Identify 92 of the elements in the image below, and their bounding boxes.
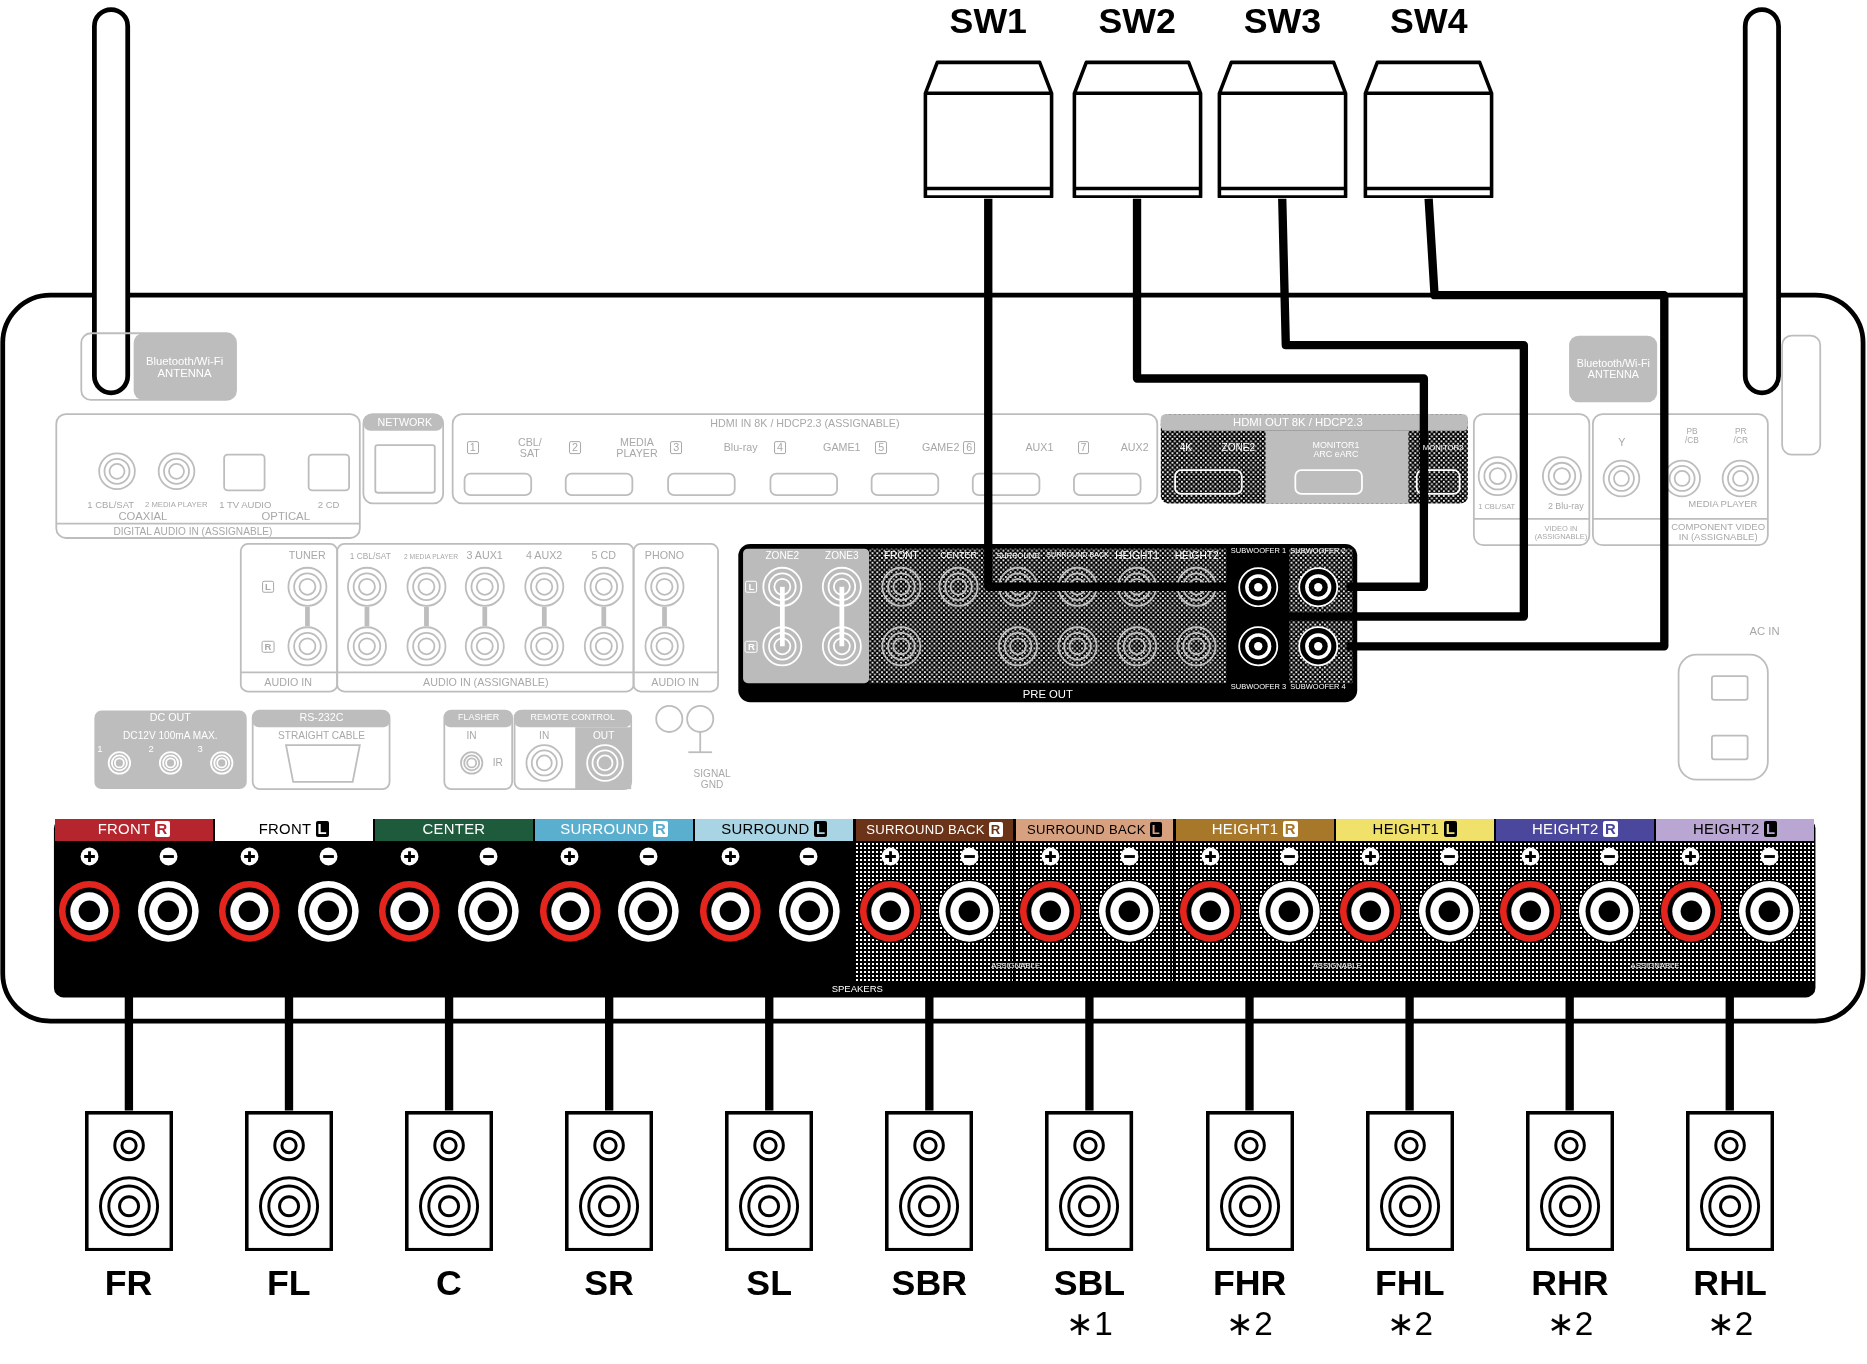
panel-label: HDMI IN 8K / HDCP2.3 (ASSIGNABLE) — [710, 418, 900, 430]
panel-label: Y — [1618, 437, 1626, 449]
panel-label: IR — [492, 757, 503, 769]
speaker-name: RHR — [1530, 1263, 1610, 1304]
panel-label: HEIGHT2 — [1174, 550, 1219, 562]
panel-label: 4K — [1179, 442, 1193, 453]
panel-label: CBL/ SAT — [516, 436, 543, 459]
footnote-mark: ∗2 — [1705, 1306, 1755, 1342]
panel-label: Blu-ray — [723, 442, 758, 454]
channel-label: SURROUND BACK L — [1015, 819, 1174, 841]
panel-label: AUDIO IN — [264, 677, 312, 690]
panel-label: COAXIAL — [118, 510, 168, 523]
panel-label: OUT — [593, 730, 615, 742]
subwoofer-name: SW1 — [948, 0, 1028, 43]
channel-label: HEIGHT2 L — [1656, 819, 1814, 841]
panel-label: PRE OUT — [1022, 689, 1073, 702]
panel-label: Bluetooth/Wi-Fi ANTENNA — [144, 356, 225, 380]
panel-label: 1 CBL/SAT — [349, 551, 391, 561]
panel-label: TUNER — [288, 550, 326, 562]
panel-label: COMPONENT VIDEO IN (ASSIGNABLE) — [1670, 522, 1767, 543]
panel-label: AUX1 — [1025, 442, 1054, 454]
footnote-mark: ∗2 — [1225, 1306, 1274, 1342]
channel-label: SURROUND BACK R — [855, 819, 1014, 841]
panel-label: FLASHER — [458, 713, 500, 723]
panel-label: ZONE2 — [1221, 442, 1256, 453]
subwoofer-name: SW4 — [1389, 0, 1469, 43]
panel-label: AUX2 — [1120, 442, 1149, 454]
speaker-name: SL — [745, 1263, 793, 1304]
footnote-mark: ∗1 — [1065, 1306, 1114, 1342]
panel-label: CENTER — [940, 551, 977, 561]
panel-label: 2 Blu-ray — [1547, 502, 1584, 512]
speaker-name: C — [435, 1263, 463, 1304]
subwoofer-cable — [984, 198, 1230, 591]
panel-label: STRAIGHT CABLE — [278, 730, 365, 742]
panel-label: SPEAKERS — [831, 984, 883, 995]
footnote-mark: ∗2 — [1545, 1306, 1595, 1342]
panel-label: REMOTE CONTROL — [530, 713, 615, 723]
panel-label: DC12V 100mA MAX. — [123, 730, 218, 742]
channel-label: FRONT R — [54, 819, 213, 841]
channel-label: HEIGHT1 R — [1175, 819, 1334, 841]
panel-label: FRONT — [883, 550, 919, 562]
speaker-name: SBR — [890, 1263, 969, 1304]
subwoofer-cable — [1132, 198, 1429, 591]
channel-label: HEIGHT2 R — [1496, 819, 1654, 841]
panel-label: Bluetooth/Wi-Fi ANTENNA — [1575, 357, 1651, 381]
subwoofer-cable — [1346, 198, 1669, 651]
speaker-name: SBL — [1052, 1263, 1127, 1304]
channel-label: FRONT L — [214, 819, 373, 841]
panel-label: 1 — [97, 743, 103, 754]
speaker-name: FL — [265, 1263, 312, 1304]
panel-label: 3 AUX1 — [466, 550, 503, 562]
panel-label: NETWORK — [377, 417, 433, 429]
panel-label: RS-232C — [299, 712, 344, 724]
panel-label: IN — [539, 730, 550, 742]
panel-label: 5 CD — [591, 550, 616, 562]
panel-label: 2 CD — [317, 499, 340, 510]
channel-label: HEIGHT1 L — [1335, 819, 1494, 841]
panel-label: IN — [466, 730, 477, 742]
panel-label: HEIGHT1 — [1115, 550, 1159, 562]
panel-label: ZONE2 — [765, 550, 800, 562]
speaker-name: FR — [103, 1263, 154, 1304]
panel-label: AC IN — [1749, 626, 1780, 639]
panel-label: MEDIA PLAYER — [1688, 498, 1758, 509]
speaker-name: RHL — [1692, 1263, 1768, 1304]
panel-label: PHONO — [644, 550, 684, 562]
channel-label: CENTER — [375, 819, 533, 841]
panel-label: OPTICAL — [261, 510, 310, 523]
panel-label: DIGITAL AUDIO IN (ASSIGNABLE) — [113, 526, 273, 538]
panel-label: AUDIO IN — [651, 677, 699, 690]
panel-label: 1 TV AUDIO — [219, 499, 272, 510]
speaker-name: FHR — [1211, 1263, 1288, 1304]
channel-label: SURROUND L — [695, 819, 854, 841]
speaker-name: SR — [583, 1263, 635, 1304]
panel-label: SIGNAL GND — [692, 769, 732, 791]
footnote-mark: ∗2 — [1385, 1306, 1435, 1342]
panel-label: 1 CBL/SAT — [87, 499, 135, 510]
panel-label: 4 AUX2 — [526, 550, 563, 562]
panel-label: 2 — [148, 743, 154, 754]
panel-label: MEDIA PLAYER — [615, 436, 659, 459]
panel-label: DC OUT — [149, 712, 191, 724]
subwoofer-name: SW2 — [1097, 0, 1177, 43]
panel-label: GAME1 — [823, 442, 861, 454]
panel-label: ZONE3 — [824, 550, 859, 562]
speaker-name: FHL — [1374, 1263, 1446, 1304]
panel-label: AUDIO IN (ASSIGNABLE) — [423, 677, 549, 690]
panel-label: GAME2 — [921, 442, 960, 454]
panel-label: HDMI OUT 8K / HDCP2.3 — [1233, 416, 1363, 429]
panel-label: PB /CB — [1684, 427, 1700, 445]
panel-label: MONITOR1 ARC eARC — [1312, 440, 1360, 460]
channel-label: SURROUND R — [535, 819, 693, 841]
panel-label: PR /CR — [1732, 427, 1749, 445]
subwoofer-name: SW3 — [1242, 0, 1323, 43]
